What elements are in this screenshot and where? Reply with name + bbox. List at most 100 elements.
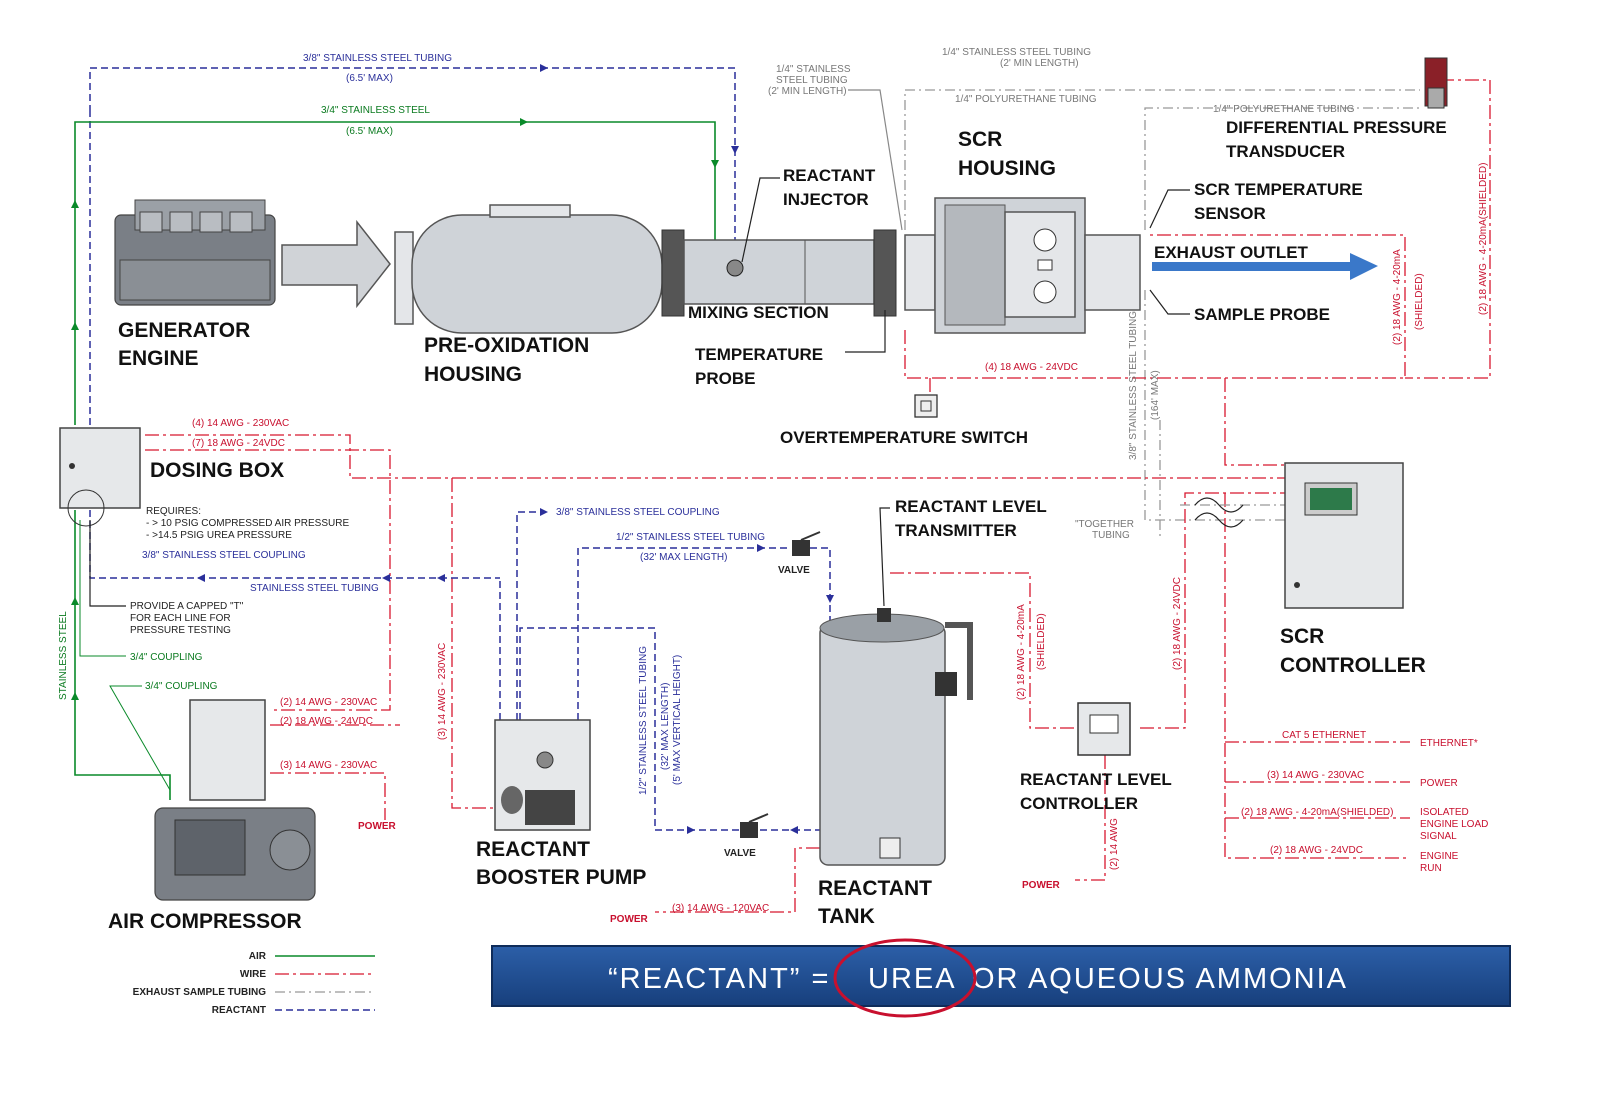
svg-text:TANK: TANK: [818, 905, 875, 928]
note-ss-quarter: 1/4" STAINLESS STEEL TUBING (2' MIN LENG…: [768, 64, 903, 231]
note-requirements: REQUIRES: - > 10 PSIG COMPRESSED AIR PRE…: [146, 506, 349, 541]
wire-power-lvl: POWER: [1022, 880, 1061, 891]
svg-text:(32' MAX LENGTH): (32' MAX LENGTH): [660, 683, 671, 770]
note-half-tube-len: (32' MAX LENGTH): [640, 552, 727, 563]
note-coupling-3-8-left: 3/8" STAINLESS STEEL COUPLING: [142, 550, 306, 561]
svg-text:TEMPERATURE: TEMPERATURE: [695, 345, 823, 364]
svg-text:RUN: RUN: [1420, 863, 1442, 874]
label-differential-pressure-transducer: DIFFERENTIAL PRESSURE TRANSDUCER: [1226, 118, 1447, 161]
reactant-level-controller: [1077, 702, 1131, 756]
svg-text:REACTANT LEVEL: REACTANT LEVEL: [1020, 770, 1172, 789]
legend-exhaust-sample: EXHAUST SAMPLE TUBING: [133, 987, 267, 998]
label-valve-lower: VALVE: [724, 848, 756, 859]
svg-text:PROVIDE A CAPPED "T": PROVIDE A CAPPED "T": [130, 601, 244, 612]
note-tube-3-4-len: (6.5' MAX): [346, 126, 393, 137]
svg-text:(2) 18 AWG - 4-20mA: (2) 18 AWG - 4-20mA: [1016, 604, 1027, 700]
wire-3-14-230-vert: (3) 14 AWG - 230VAC: [437, 643, 448, 740]
svg-text:ENGINE: ENGINE: [118, 347, 199, 370]
label-exhaust-outlet: EXHAUST OUTLET: [1154, 243, 1309, 262]
label-reactant-level-transmitter: REACTANT LEVEL TRANSMITTER: [879, 497, 1047, 607]
label-temperature-probe: TEMPERATURE PROBE: [695, 310, 886, 388]
controller-sample-lines: [1180, 497, 1290, 528]
valve-lower: [740, 813, 769, 838]
svg-text:INJECTOR: INJECTOR: [783, 190, 869, 209]
wire-isolated-signal: ISOLATED ENGINE LOAD SIGNAL: [1420, 807, 1488, 842]
svg-text:- > 10 PSIG COMPRESSED AIR PRE: - > 10 PSIG COMPRESSED AIR PRESSURE: [146, 518, 349, 529]
label-overtemperature-switch: OVERTEMPERATURE SWITCH: [780, 428, 1028, 447]
reactant-definition-banner: “REACTANT” = UREA OR AQUEOUS AMMONIA: [491, 938, 1511, 1018]
reactant-tank: [819, 608, 973, 866]
label-mixing-section: MIXING SECTION: [688, 303, 829, 322]
exhaust-flow-arrow: [281, 219, 391, 309]
svg-text:SIGNAL: SIGNAL: [1420, 831, 1457, 842]
legend-air: AIR: [249, 951, 267, 962]
label-pre-oxidation-housing: PRE-OXIDATION HOUSING: [424, 334, 589, 386]
svg-text:SENSOR: SENSOR: [1194, 204, 1266, 223]
note-ss-tubing: STAINLESS STEEL TUBING: [250, 583, 379, 594]
note-capped-t: PROVIDE A CAPPED "T" FOR EACH LINE FOR P…: [89, 520, 244, 636]
note-tube-3-8-len: (6.5' MAX): [346, 73, 393, 84]
svg-text:(SHIELDED): (SHIELDED): [1036, 613, 1047, 670]
svg-text:REQUIRES:: REQUIRES:: [146, 506, 201, 517]
wire-3-14-230-ctrl: (3) 14 AWG - 230VAC: [1267, 770, 1364, 781]
svg-text:HOUSING: HOUSING: [424, 363, 522, 386]
wire-2-14-230: (2) 14 AWG - 230VAC: [280, 697, 377, 708]
svg-text:(2) 18 AWG - 4-20mA: (2) 18 AWG - 4-20mA: [1392, 249, 1403, 345]
svg-text:PROBE: PROBE: [695, 369, 755, 388]
label-scr-housing: SCR HOUSING: [958, 128, 1056, 180]
note-tube-3-8: 3/8" STAINLESS STEEL TUBING: [303, 53, 452, 64]
wire-2-18-24-ctrl: (2) 18 AWG - 24VDC: [1270, 845, 1363, 856]
scr-controller: [1284, 462, 1404, 609]
label-dosing-box: DOSING BOX: [150, 459, 284, 482]
note-together-tubing: "TOGETHER TUBING: [1075, 519, 1134, 541]
note-poly-quarter-right: 1/4" POLYURETHANE TUBING: [1213, 104, 1355, 115]
svg-text:"TOGETHER: "TOGETHER: [1075, 519, 1134, 530]
svg-text:REACTANT LEVEL: REACTANT LEVEL: [895, 497, 1047, 516]
wire-2-18-420-right: (2) 18 AWG - 4-20mA (SHIELDED): [1392, 249, 1425, 345]
label-reactant-booster-pump: REACTANT BOOSTER PUMP: [476, 838, 646, 889]
note-coupling-3-8-pump: 3/8" STAINLESS STEEL COUPLING: [556, 507, 720, 518]
wire-2-18-420-shielded: (2) 18 AWG - 4-20mA (SHIELDED): [1016, 604, 1047, 700]
legend: AIR WIRE EXHAUST SAMPLE TUBING REACTANT: [133, 951, 375, 1016]
exhaust-sample-tubing: [904, 89, 1420, 540]
wire-2-18-24: (2) 18 AWG - 24VDC: [280, 716, 373, 727]
reactant-line-top: [89, 64, 739, 425]
legend-wire: WIRE: [240, 969, 266, 980]
svg-text:(SHIELDED): (SHIELDED): [1414, 273, 1425, 330]
urea-highlight-circle: [833, 938, 977, 1018]
label-generator-engine: GENERATOR ENGINE: [118, 319, 250, 370]
air-compressor: [154, 699, 316, 901]
label-scr-controller: SCR CONTROLLER: [1280, 625, 1426, 677]
svg-text:ENGINE: ENGINE: [1420, 851, 1459, 862]
svg-text:TUBING: TUBING: [1092, 530, 1130, 541]
label-reactant-tank: REACTANT TANK: [818, 877, 932, 928]
exhaust-outlet-arrow: [1152, 253, 1378, 280]
note-coupling-3-4-a: 3/4" COUPLING: [130, 652, 203, 663]
svg-text:DIFFERENTIAL PRESSURE: DIFFERENTIAL PRESSURE: [1226, 118, 1447, 137]
svg-text:(5' MAX VERTICAL HEIGHT): (5' MAX VERTICAL HEIGHT): [672, 655, 683, 785]
valve-upper: [792, 531, 821, 556]
svg-text:PRE-OXIDATION: PRE-OXIDATION: [424, 334, 589, 357]
wire-3-14-230-comp: (3) 14 AWG - 230VAC: [280, 760, 377, 771]
note-ss-3-8-vert: 3/8" STAINLESS STEEL TUBING (164' MAX): [1128, 311, 1161, 460]
wire-power-comp: POWER: [358, 821, 397, 832]
svg-text:BOOSTER PUMP: BOOSTER PUMP: [476, 866, 646, 889]
svg-text:FOR EACH LINE FOR: FOR EACH LINE FOR: [130, 613, 231, 624]
legend-reactant: REACTANT: [212, 1005, 266, 1016]
svg-text:(164' MAX): (164' MAX): [1150, 370, 1161, 420]
svg-text:REACTANT: REACTANT: [818, 877, 932, 900]
wire-2-18-24-vert: (2) 18 AWG - 24VDC: [1172, 577, 1183, 670]
overtemperature-switch: [914, 394, 938, 418]
svg-text:HOUSING: HOUSING: [958, 157, 1056, 180]
note-half-tube-vert: 1/2" STAINLESS STEEL TUBING (32' MAX LEN…: [638, 646, 683, 795]
svg-text:SCR: SCR: [958, 128, 1002, 151]
note-ss-quarter-top-a: 1/4" STAINLESS STEEL TUBING: [942, 47, 1091, 58]
svg-text:ENGINE LOAD: ENGINE LOAD: [1420, 819, 1488, 830]
reactant-booster-pump: [494, 719, 591, 831]
svg-text:CONTROLLER: CONTROLLER: [1280, 654, 1426, 677]
svg-text:TRANSDUCER: TRANSDUCER: [1226, 142, 1345, 161]
svg-text:1/2" STAINLESS STEEL TUBING: 1/2" STAINLESS STEEL TUBING: [638, 646, 649, 795]
svg-text:SAMPLE PROBE: SAMPLE PROBE: [1194, 305, 1330, 324]
note-poly-quarter: 1/4" POLYURETHANE TUBING: [955, 94, 1097, 105]
